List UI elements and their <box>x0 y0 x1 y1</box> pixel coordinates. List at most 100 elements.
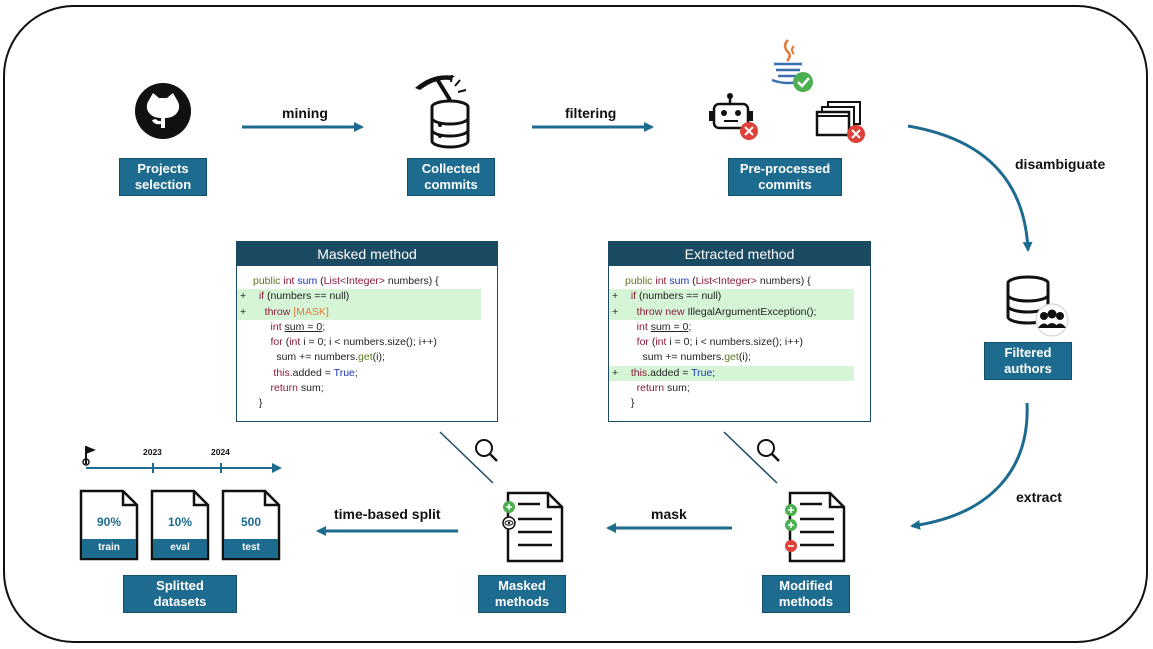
code-line: sum += numbers.get(i); <box>609 350 870 365</box>
code-line: + if (numbers == null) <box>237 289 481 305</box>
mining-edge-label: mining <box>282 105 328 121</box>
code-line: + throw new IllegalArgumentException(); <box>609 304 854 320</box>
code-token: get <box>358 351 373 364</box>
windows-icon <box>815 101 865 143</box>
pickaxe-database-icon <box>415 74 470 149</box>
code-token: int <box>636 320 651 333</box>
code-token <box>625 321 637 333</box>
extract-arrow <box>910 402 1029 530</box>
code-token: ; <box>354 366 358 379</box>
code-token: int <box>655 336 670 349</box>
added-line-marker: + <box>612 305 619 318</box>
code-token: throw <box>264 305 294 318</box>
timeline <box>82 446 282 473</box>
code-token: ( <box>692 275 696 287</box>
disambiguate-edge-label: disambiguate <box>1015 156 1106 172</box>
code-line: return sum; <box>609 381 870 396</box>
code-token: .added = <box>647 366 692 379</box>
code-token: public <box>253 275 284 287</box>
dataset-eval-doc <box>150 489 210 561</box>
timeline-year-2024: 2024 <box>211 447 230 457</box>
outer-frame <box>3 5 1148 643</box>
code-line: int sum = 0; <box>237 320 497 335</box>
splitted-datasets-label: Splitted datasets <box>123 575 237 613</box>
filtering-edge-label: filtering <box>565 105 617 121</box>
java-icon <box>771 39 813 92</box>
masked-method-title: Masked method <box>237 242 497 266</box>
code-token: } <box>625 397 635 410</box>
code-token: sum <box>669 275 693 287</box>
code-line: return sum; <box>237 381 497 396</box>
search-icon <box>439 431 498 484</box>
code-token <box>625 306 637 318</box>
dataset-test-value: 500 <box>240 515 262 529</box>
code-token: public <box>625 275 656 287</box>
code-token: for <box>270 336 286 349</box>
code-token: ; <box>712 366 716 379</box>
code-token: True <box>333 366 355 379</box>
masked-document-icon <box>502 491 564 563</box>
modified-document-icon <box>785 491 846 563</box>
code-token: return <box>636 382 668 395</box>
projects-selection-label: Projects selection <box>119 158 207 196</box>
code-line: + throw [MASK] <box>237 304 481 320</box>
code-token: for <box>636 336 652 349</box>
modified-methods-label: Modified methods <box>762 575 850 613</box>
filtered-authors-label: Filtered authors <box>984 342 1072 380</box>
code-token: (numbers == null) <box>267 290 350 303</box>
code-token: int <box>655 275 670 287</box>
code-token: i = 0; i < numbers.size(); i++) <box>669 336 803 349</box>
search-icon <box>723 431 780 484</box>
dataset-train-value: 90% <box>96 515 122 529</box>
code-line: + if (numbers == null) <box>609 289 854 305</box>
dataset-test-doc <box>221 489 281 561</box>
masked-method-panel: Masked method public int sum (List<Integ… <box>236 241 498 422</box>
code-token: (numbers == null) <box>639 290 722 303</box>
code-token <box>253 321 271 333</box>
code-token: i = 0; i < numbers.size(); i++) <box>303 336 437 349</box>
code-token: ; <box>688 320 692 333</box>
code-token <box>253 367 273 379</box>
code-token <box>625 382 637 394</box>
disambiguate-arrow <box>907 124 1033 252</box>
code-token: sum <box>297 275 321 287</box>
code-token: if <box>630 290 640 303</box>
code-token: [MASK] <box>293 305 329 318</box>
added-line-marker: + <box>240 290 247 303</box>
code-token: ; <box>322 320 326 333</box>
dataset-eval-tag: eval <box>170 542 190 553</box>
masked-methods-label: Masked methods <box>478 575 566 613</box>
code-token: sum <box>650 320 671 333</box>
code-token: int <box>289 336 304 349</box>
code-token: this <box>273 366 290 379</box>
code-line: } <box>609 396 870 411</box>
code-line: int sum = 0; <box>609 320 870 335</box>
added-line-marker: + <box>240 305 247 318</box>
code-token: ( <box>651 336 656 349</box>
flag-icon <box>82 446 96 466</box>
code-token: ( <box>285 336 290 349</box>
code-token: } <box>253 397 263 410</box>
code-token: numbers) { <box>756 275 811 287</box>
code-token: = 0 <box>304 320 323 333</box>
code-token: List<Integer> <box>323 275 385 287</box>
code-token: sum += numbers. <box>625 351 725 364</box>
preprocessed-commits-label: Pre-processed commits <box>728 158 842 196</box>
timeline-year-2023: 2023 <box>143 447 162 457</box>
code-token <box>625 336 637 348</box>
code-token: (i); <box>372 351 385 364</box>
code-line: public int sum (List<Integer> numbers) { <box>237 274 497 289</box>
code-token: sum += numbers. <box>253 351 359 364</box>
added-line-marker: + <box>612 290 619 303</box>
code-line: for (int i = 0; i < numbers.size(); i++) <box>237 335 497 350</box>
database-users-icon <box>1006 275 1069 337</box>
code-token: ( <box>320 275 324 287</box>
code-token: sum <box>284 320 305 333</box>
mask-edge-label: mask <box>651 506 687 522</box>
time-split-edge-label: time-based split <box>334 506 441 522</box>
code-line: sum += numbers.get(i); <box>237 350 497 365</box>
code-token: = 0 <box>670 320 689 333</box>
collected-commits-label: Collected commits <box>407 158 495 196</box>
code-line: this.added = True; <box>237 366 497 381</box>
